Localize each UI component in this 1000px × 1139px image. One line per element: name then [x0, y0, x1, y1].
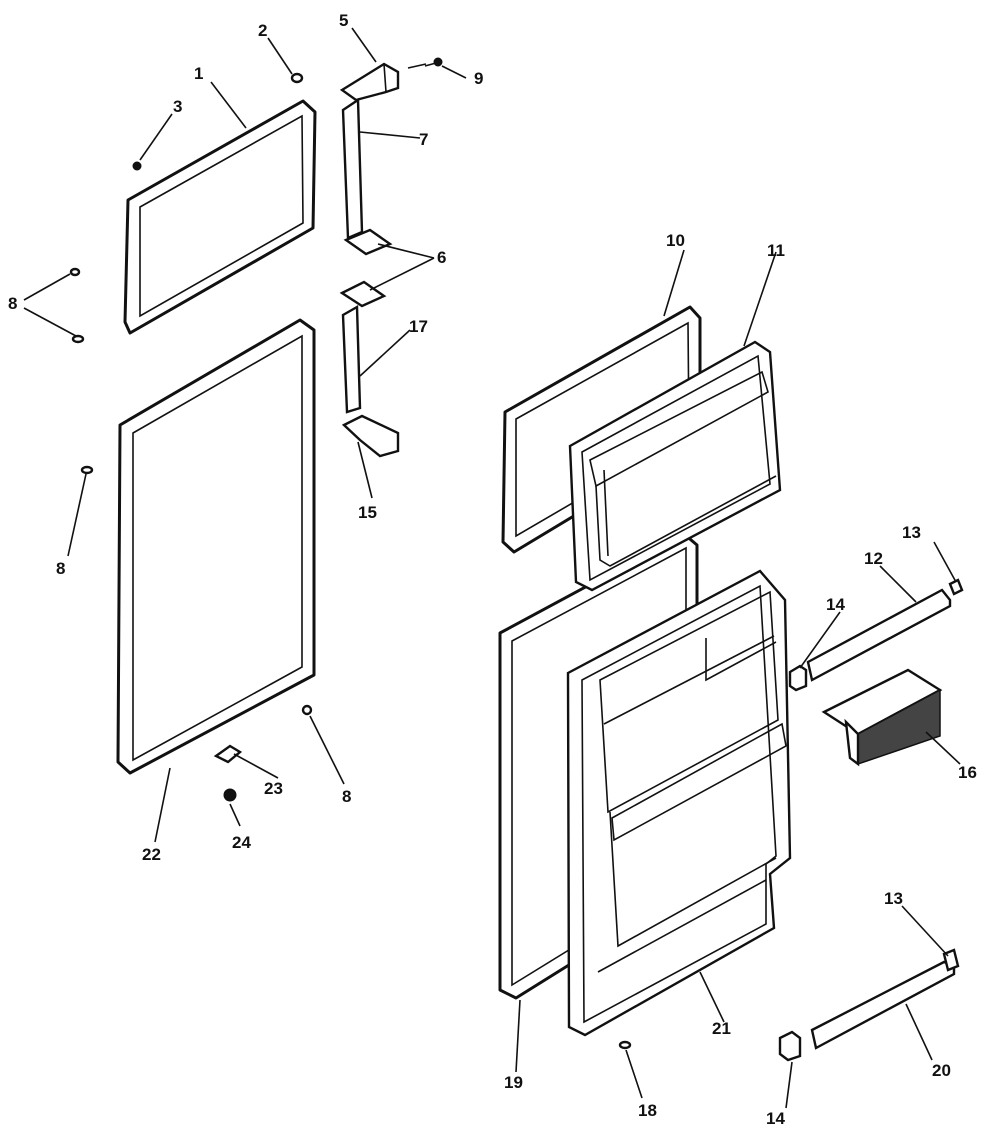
part-8-screw-a [69, 267, 81, 277]
label-15: 15 [358, 503, 377, 522]
part-18-screw [618, 1040, 632, 1050]
part-23-door-stop [213, 744, 243, 764]
label-1: 1 [194, 64, 203, 83]
part-8-screw-b [71, 334, 85, 344]
label-2: 2 [258, 21, 267, 40]
label-3: 3 [173, 97, 182, 116]
label-8-middle: 8 [56, 559, 65, 578]
part-7-hinge-trim [341, 97, 364, 240]
part-8-screw-d [301, 704, 313, 716]
part-14-rail-end-cap-upper [788, 664, 808, 692]
part-11-freezer-door-liner [568, 340, 782, 592]
label-6: 6 [437, 248, 446, 267]
part-12-door-rail [806, 588, 952, 682]
label-11: 11 [767, 241, 785, 260]
label-10: 10 [666, 231, 685, 250]
label-13-lower: 13 [884, 889, 903, 908]
label-13-upper: 13 [902, 523, 921, 542]
part-2-plug [290, 72, 304, 84]
label-14-lower: 14 [766, 1109, 785, 1128]
part-9-screw [424, 57, 443, 67]
part-24-plug [223, 788, 237, 802]
label-17: 17 [409, 317, 428, 336]
part-14-rail-end-cap-lower [778, 1030, 802, 1062]
part-13-rail-end-upper [948, 578, 964, 596]
part-1-freezer-gasket [123, 99, 317, 335]
part-15-center-hinge [341, 414, 400, 458]
label-8-upper: 8 [8, 294, 17, 313]
leader-lines [23, 27, 961, 1109]
callout-labels: 1 2 3 5 9 7 6 8 17 15 8 8 10 11 13 12 14… [8, 11, 977, 1128]
part-16-dairy-compartment [821, 668, 943, 767]
label-8-lower: 8 [342, 787, 351, 806]
label-21: 21 [712, 1019, 731, 1038]
label-22: 22 [142, 845, 161, 864]
label-14-upper: 14 [826, 595, 845, 614]
part-5-top-hinge [339, 62, 400, 102]
part-22-fresh-food-gasket [116, 318, 316, 775]
label-9: 9 [474, 69, 483, 88]
label-5: 5 [339, 11, 348, 30]
part-6-hinge-plate-lower [339, 280, 387, 308]
label-24: 24 [232, 833, 251, 852]
part-21-fresh-food-door-liner [566, 569, 792, 1037]
part-20-door-rail-lower [810, 960, 956, 1050]
label-12: 12 [864, 549, 883, 568]
label-20: 20 [932, 1061, 951, 1080]
label-18: 18 [638, 1101, 657, 1120]
label-7: 7 [419, 130, 428, 149]
part-6-hinge-plate-upper [343, 228, 393, 256]
label-23: 23 [264, 779, 283, 798]
part-8-screw-c [80, 465, 94, 475]
label-16: 16 [958, 763, 977, 782]
part-3-plug [132, 161, 142, 171]
part-17-hinge-trim [341, 304, 362, 414]
label-19: 19 [504, 1073, 523, 1092]
